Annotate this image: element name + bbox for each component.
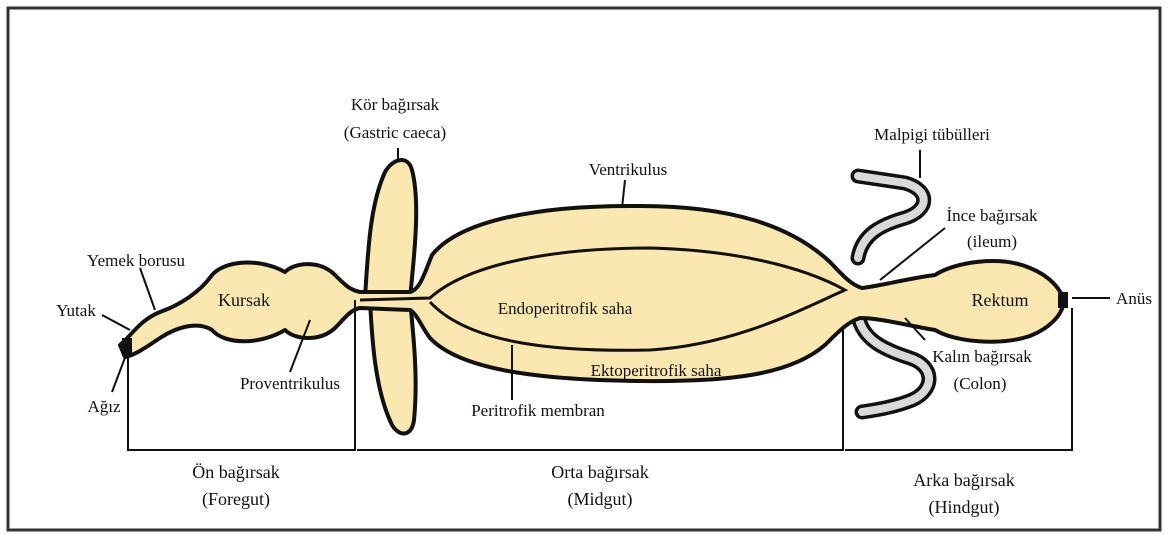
label-ileum: (ileum) xyxy=(967,232,1017,251)
label-kursak: Kursak xyxy=(218,290,270,310)
label-proventrikulus: Proventrikulus xyxy=(240,374,340,393)
label-yemek-borusu: Yemek borusu xyxy=(87,251,185,270)
label-hindgut-en: (Hindgut) xyxy=(929,497,1000,518)
label-malpigi: Malpigi tübülleri xyxy=(874,125,990,144)
label-peritrofik: Peritrofik membran xyxy=(471,401,605,420)
label-midgut-en: (Midgut) xyxy=(568,489,633,510)
label-foregut-tr: Ön bağırsak xyxy=(192,462,279,482)
label-ince-bagirsak: İnce bağırsak xyxy=(946,206,1038,225)
anus-mark xyxy=(1058,292,1068,308)
label-endoperitrofik: Endoperitrofik saha xyxy=(498,299,633,318)
label-yutak: Yutak xyxy=(56,301,96,320)
label-ventrikulus: Ventrikulus xyxy=(589,160,667,179)
label-hindgut-tr: Arka bağırsak xyxy=(913,470,1014,490)
label-gastric-caeca: (Gastric caeca) xyxy=(344,123,446,142)
label-midgut-tr: Orta bağırsak xyxy=(551,462,648,482)
label-kalin-bagirsak: Kalın bağırsak xyxy=(932,347,1032,366)
label-rektum: Rektum xyxy=(972,290,1029,310)
label-kor-bagirsak: Kör bağırsak xyxy=(351,95,440,114)
label-foregut-en: (Foregut) xyxy=(202,489,270,510)
label-anus: Anüs xyxy=(1116,289,1152,308)
label-colon: (Colon) xyxy=(954,374,1007,393)
label-agiz: Ağız xyxy=(87,397,121,416)
label-ektoperitrofik: Ektoperitrofik saha xyxy=(591,361,722,380)
